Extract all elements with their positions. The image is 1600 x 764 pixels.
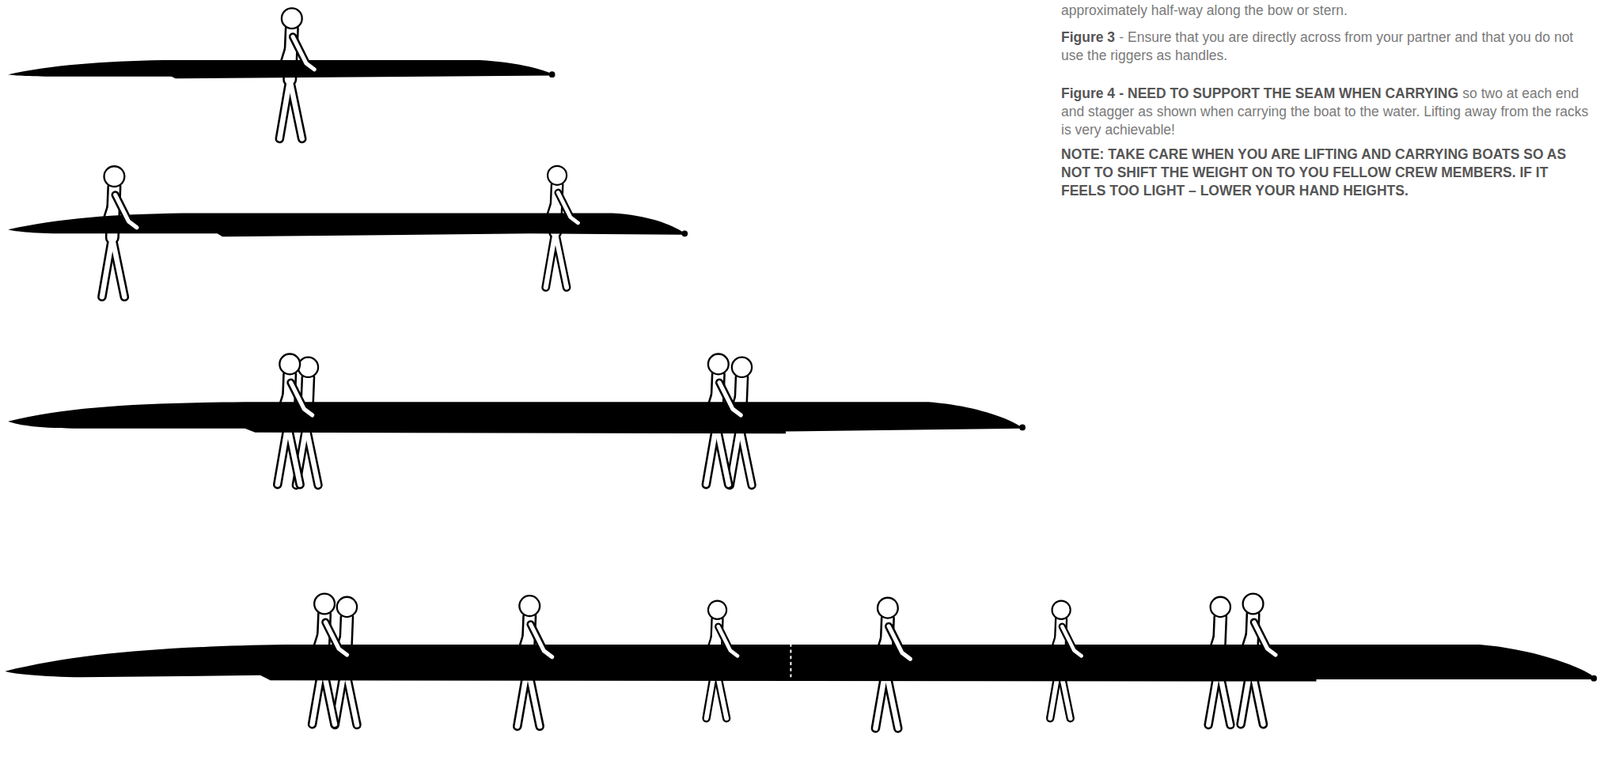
- boat-figure-2: [7, 166, 688, 297]
- boat-figure-1: [7, 7, 555, 139]
- seam-line: [789, 644, 792, 680]
- note-paragraph: NOTE: TAKE CARE WHEN YOU ARE LIFTING AND…: [1061, 145, 1592, 201]
- boat-figure-4: [4, 594, 1597, 729]
- bold-note-text: Figure 3: [1061, 29, 1115, 46]
- boat-figure-3: [7, 354, 1026, 486]
- bold-note-text: Figure 4: [1061, 85, 1115, 102]
- note-text: - Ensure that you are directly across fr…: [1061, 29, 1574, 64]
- note-text: approximately half-way along the bow or …: [1061, 2, 1348, 19]
- bold-note-text: - NEED TO SUPPORT THE SEAM WHEN CARRYING: [1118, 85, 1459, 102]
- note-paragraph: approximately half-way along the bow or …: [1061, 1, 1592, 20]
- note-paragraph: Figure 4- NEED TO SUPPORT THE SEAM WHEN …: [1061, 84, 1592, 140]
- note-paragraph: Figure 3- Ensure that you are directly a…: [1061, 28, 1592, 65]
- bold-note-text: NOTE: TAKE CARE WHEN YOU ARE LIFTING AND…: [1061, 146, 1566, 199]
